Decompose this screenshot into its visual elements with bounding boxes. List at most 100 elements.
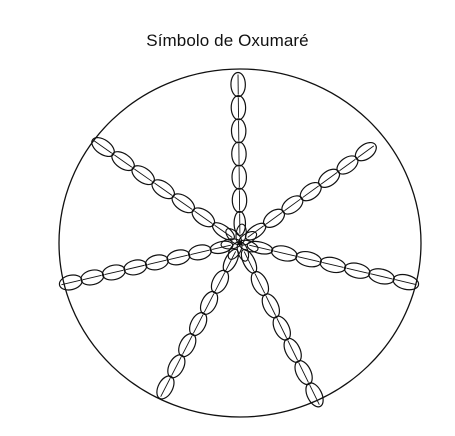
bead xyxy=(156,375,175,400)
bead xyxy=(261,293,281,319)
bead-seam xyxy=(203,293,215,313)
bead-seam xyxy=(182,335,193,355)
outer-circle xyxy=(58,68,422,418)
bead-seam xyxy=(357,145,375,158)
bead xyxy=(299,181,322,202)
bead-seam xyxy=(370,273,393,280)
bead xyxy=(189,311,208,337)
bead-seam xyxy=(61,279,81,286)
bead xyxy=(295,250,322,268)
bead xyxy=(250,270,270,297)
bead-seam xyxy=(322,261,344,268)
bead-seam xyxy=(346,267,369,274)
bead-seam xyxy=(265,212,283,225)
bead xyxy=(210,269,230,294)
bead-seam xyxy=(154,182,173,196)
bead-seam xyxy=(171,356,182,376)
bead xyxy=(368,268,395,285)
bead xyxy=(392,273,420,291)
bead xyxy=(262,208,286,228)
bead-seam xyxy=(302,185,319,198)
bead xyxy=(101,264,126,281)
bead-seam xyxy=(298,362,309,383)
bead xyxy=(343,262,371,279)
bead-seam xyxy=(190,249,210,255)
bead-seam xyxy=(273,250,296,257)
bead xyxy=(270,245,298,262)
center-point xyxy=(237,240,243,246)
bead-seam xyxy=(309,384,320,405)
bead xyxy=(231,141,247,167)
bead-seam xyxy=(395,279,417,286)
bead xyxy=(231,164,248,190)
bead-seam xyxy=(168,254,188,260)
bead-seam xyxy=(134,168,153,182)
ray-chain xyxy=(230,71,248,237)
bead xyxy=(294,360,313,386)
bead-seam xyxy=(125,264,145,271)
bead-seam xyxy=(254,273,266,294)
bead-seam xyxy=(284,198,301,212)
bead-seam xyxy=(160,377,171,397)
bead xyxy=(178,333,197,358)
bead xyxy=(272,315,291,341)
bead xyxy=(199,290,219,316)
bead-seam xyxy=(247,225,264,238)
bead-seam xyxy=(212,244,231,250)
bead xyxy=(191,207,216,228)
ray-chain xyxy=(246,240,420,291)
bead xyxy=(318,168,341,188)
bead xyxy=(230,95,247,121)
bead-seam xyxy=(265,295,277,316)
ray-chain xyxy=(91,137,235,241)
bead-seam xyxy=(225,251,237,271)
bead xyxy=(167,354,186,379)
bead xyxy=(283,337,302,363)
bead-seam xyxy=(243,251,255,272)
bead xyxy=(91,137,115,158)
figure-title: Símbolo de Oxumaré xyxy=(146,31,309,50)
ray-chain xyxy=(156,248,240,400)
ray-chain xyxy=(240,248,324,408)
bead xyxy=(187,244,212,261)
ray-chains xyxy=(58,71,420,408)
bead-seam xyxy=(297,256,320,263)
bead-seam xyxy=(174,196,193,210)
ray-chain xyxy=(244,141,377,241)
bead xyxy=(151,179,176,200)
bead-seam xyxy=(193,314,204,334)
bead xyxy=(246,240,274,255)
bead-seam xyxy=(214,224,233,238)
bead xyxy=(166,249,191,266)
bead xyxy=(336,155,359,175)
bead xyxy=(354,141,377,162)
bead xyxy=(80,269,105,286)
bead-seam xyxy=(287,340,298,361)
bead xyxy=(230,118,247,144)
bead-seam xyxy=(93,140,113,154)
bead xyxy=(58,274,83,291)
bead xyxy=(222,248,240,273)
bead-seam xyxy=(214,272,226,292)
bead xyxy=(131,165,155,186)
ray-chain xyxy=(58,240,234,291)
bead xyxy=(111,151,135,172)
bead xyxy=(319,256,347,274)
bead xyxy=(144,254,169,271)
bead-seam xyxy=(339,158,356,172)
bead xyxy=(231,187,248,213)
bead-seam xyxy=(104,269,124,276)
bead xyxy=(171,193,196,214)
bead xyxy=(281,195,304,215)
bead xyxy=(230,71,246,98)
bead-seam xyxy=(114,154,133,168)
bead-seam xyxy=(276,318,287,339)
bead-seam xyxy=(194,210,213,224)
bead xyxy=(244,222,267,241)
bead xyxy=(305,382,324,408)
bead-seam xyxy=(82,274,102,281)
bead-seam xyxy=(320,172,338,185)
bead-seam xyxy=(147,259,167,266)
